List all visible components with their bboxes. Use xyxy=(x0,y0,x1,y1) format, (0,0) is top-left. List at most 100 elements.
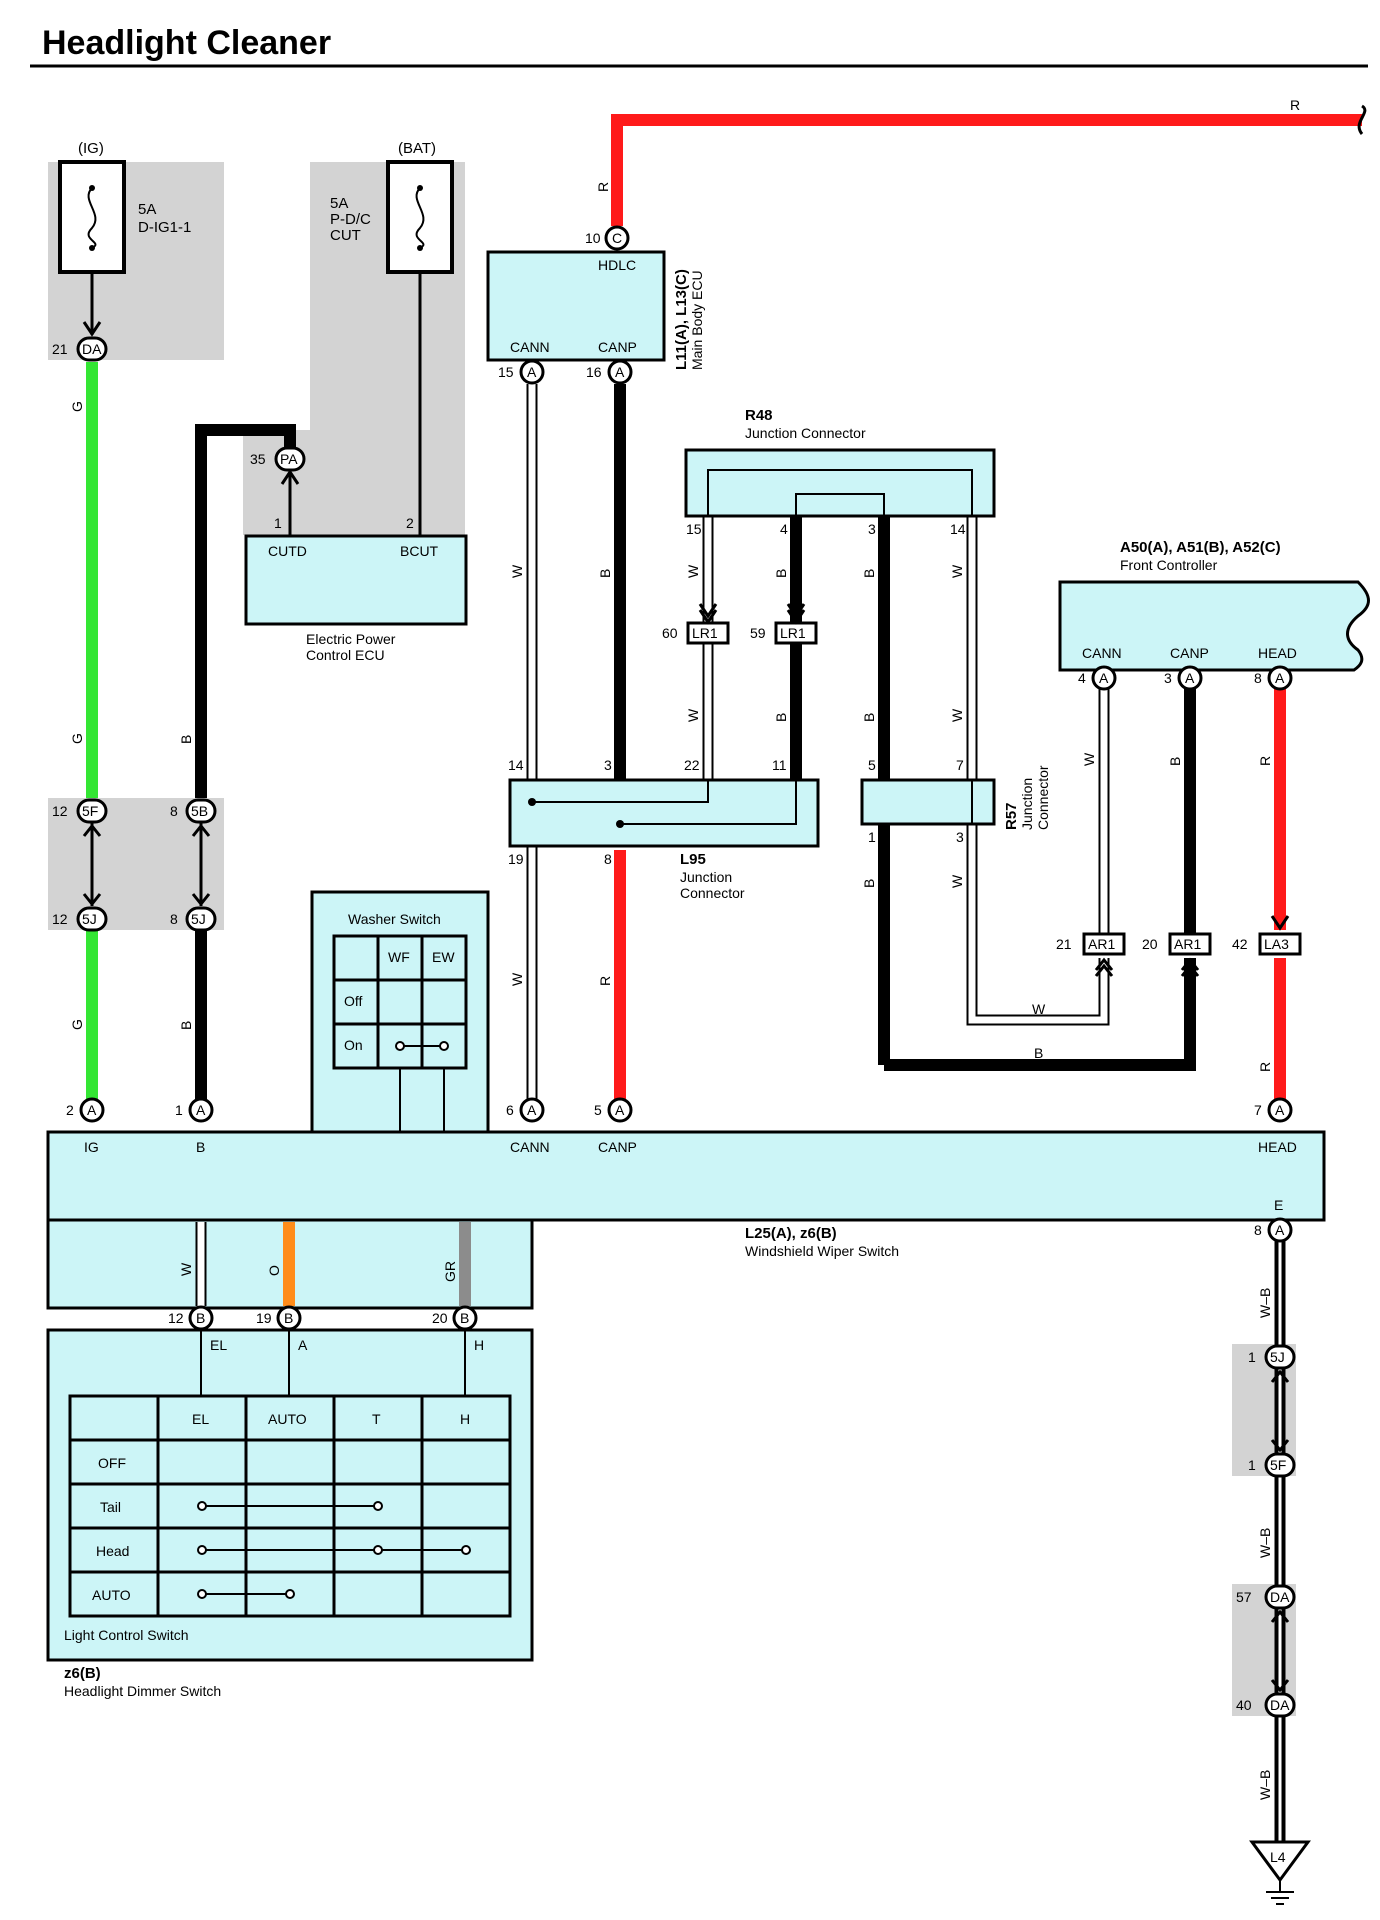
svg-text:CANN: CANN xyxy=(510,339,550,355)
svg-text:5B: 5B xyxy=(191,803,208,819)
svg-text:R: R xyxy=(1257,756,1273,766)
wire-b-bottom xyxy=(884,958,1196,1071)
svg-text:H: H xyxy=(474,1337,484,1353)
svg-text:8: 8 xyxy=(1254,1222,1262,1238)
source-ig: (IG) xyxy=(78,140,104,157)
svg-text:12: 12 xyxy=(168,1310,184,1326)
svg-text:3: 3 xyxy=(1164,670,1172,686)
svg-text:W: W xyxy=(685,564,701,578)
svg-text:5J: 5J xyxy=(1270,1349,1285,1365)
svg-text:19: 19 xyxy=(256,1310,272,1326)
ground-symbol: L4 xyxy=(1249,1840,1311,1905)
svg-text:G: G xyxy=(69,1019,85,1030)
r57-name2: Connector xyxy=(1035,765,1051,830)
fuse-pdc-name2: CUT xyxy=(330,227,361,244)
light-control-table xyxy=(68,1394,512,1618)
svg-text:CANP: CANP xyxy=(1170,645,1209,661)
svg-text:15: 15 xyxy=(498,364,514,380)
svg-text:B: B xyxy=(284,1310,293,1326)
wiper-switch-name: Windshield Wiper Switch xyxy=(745,1243,899,1259)
svg-text:1: 1 xyxy=(1248,1349,1256,1365)
svg-text:E: E xyxy=(1274,1197,1283,1213)
svg-text:11: 11 xyxy=(772,757,787,773)
svg-text:59: 59 xyxy=(750,625,766,641)
svg-text:O: O xyxy=(266,1265,282,1276)
svg-text:10: 10 xyxy=(585,230,601,246)
svg-text:L4: L4 xyxy=(1270,1849,1286,1865)
dimmer-code: z6(B) xyxy=(64,1665,101,1682)
svg-text:42: 42 xyxy=(1232,936,1248,952)
l95-box xyxy=(508,778,820,848)
svg-text:19: 19 xyxy=(508,851,524,867)
svg-text:W: W xyxy=(509,564,525,578)
svg-text:20: 20 xyxy=(432,1310,448,1326)
svg-text:8: 8 xyxy=(1254,670,1262,686)
r57-box xyxy=(860,778,996,826)
svg-text:6: 6 xyxy=(506,1102,514,1118)
svg-text:15: 15 xyxy=(686,521,702,537)
svg-text:GR: GR xyxy=(442,1261,458,1282)
svg-text:B: B xyxy=(773,713,789,722)
wiper-switch-code: L25(A), z6(B) xyxy=(745,1225,837,1242)
svg-text:14: 14 xyxy=(508,757,524,773)
svg-text:B: B xyxy=(196,1310,205,1326)
epc-ecu-name1: Electric Power xyxy=(306,631,396,647)
svg-text:W: W xyxy=(949,874,965,888)
fuse-pdc-icon xyxy=(415,187,425,249)
svg-text:A: A xyxy=(615,364,625,380)
svg-text:HEAD: HEAD xyxy=(1258,1139,1297,1155)
svg-text:5: 5 xyxy=(868,757,876,773)
svg-text:BCUT: BCUT xyxy=(400,543,439,559)
svg-text:B: B xyxy=(861,713,877,722)
r57-code: R57 xyxy=(1003,802,1020,830)
svg-text:LR1: LR1 xyxy=(692,625,718,641)
svg-text:CUTD: CUTD xyxy=(268,543,307,559)
svg-text:A: A xyxy=(1275,1102,1285,1118)
svg-text:R: R xyxy=(1290,97,1300,113)
svg-text:35: 35 xyxy=(250,451,266,467)
svg-text:LA3: LA3 xyxy=(1264,936,1289,952)
svg-text:CANN: CANN xyxy=(1082,645,1122,661)
svg-text:DA: DA xyxy=(1270,1589,1290,1605)
front-controller-name: Front Controller xyxy=(1120,557,1218,573)
svg-text:7: 7 xyxy=(1254,1102,1262,1118)
svg-text:CANP: CANP xyxy=(598,339,637,355)
svg-text:12: 12 xyxy=(52,911,68,927)
svg-text:22: 22 xyxy=(684,757,700,773)
r57-name1: Junction xyxy=(1019,778,1035,830)
l95-code: L95 xyxy=(680,851,706,868)
l95-name2: Connector xyxy=(680,885,745,901)
svg-text:14: 14 xyxy=(950,521,966,537)
svg-text:A: A xyxy=(298,1337,308,1353)
svg-text:HEAD: HEAD xyxy=(1258,645,1297,661)
svg-text:EW: EW xyxy=(432,949,455,965)
svg-text:3: 3 xyxy=(956,829,964,845)
dimmer-name: Headlight Dimmer Switch xyxy=(64,1683,221,1699)
svg-text:57: 57 xyxy=(1236,1589,1252,1605)
light-control-contacts xyxy=(197,1501,471,1599)
svg-text:H: H xyxy=(460,1411,470,1427)
svg-text:1: 1 xyxy=(1248,1457,1256,1473)
svg-text:8: 8 xyxy=(170,803,178,819)
svg-text:3: 3 xyxy=(868,521,876,537)
svg-text:B: B xyxy=(178,735,194,744)
r48-name: Junction Connector xyxy=(745,425,866,441)
wire-r-top xyxy=(611,114,1362,226)
svg-text:AUTO: AUTO xyxy=(268,1411,307,1427)
svg-text:21: 21 xyxy=(52,341,68,357)
wire-w-r48-14 xyxy=(966,515,1110,1026)
svg-text:8: 8 xyxy=(604,851,612,867)
washer-switch-title: Washer Switch xyxy=(348,911,441,927)
svg-text:A: A xyxy=(1275,1222,1285,1238)
svg-text:EL: EL xyxy=(192,1411,209,1427)
svg-text:IG: IG xyxy=(84,1139,99,1155)
main-body-ecu-box xyxy=(486,250,666,362)
svg-text:W: W xyxy=(178,1262,194,1276)
svg-text:DA: DA xyxy=(82,341,102,357)
svg-text:W: W xyxy=(949,708,965,722)
light-control-title: Light Control Switch xyxy=(64,1627,189,1643)
svg-text:W–B: W–B xyxy=(1257,1770,1273,1800)
svg-text:G: G xyxy=(69,401,85,412)
svg-text:21: 21 xyxy=(1056,936,1072,952)
fuse-dig1-icon xyxy=(87,187,97,249)
